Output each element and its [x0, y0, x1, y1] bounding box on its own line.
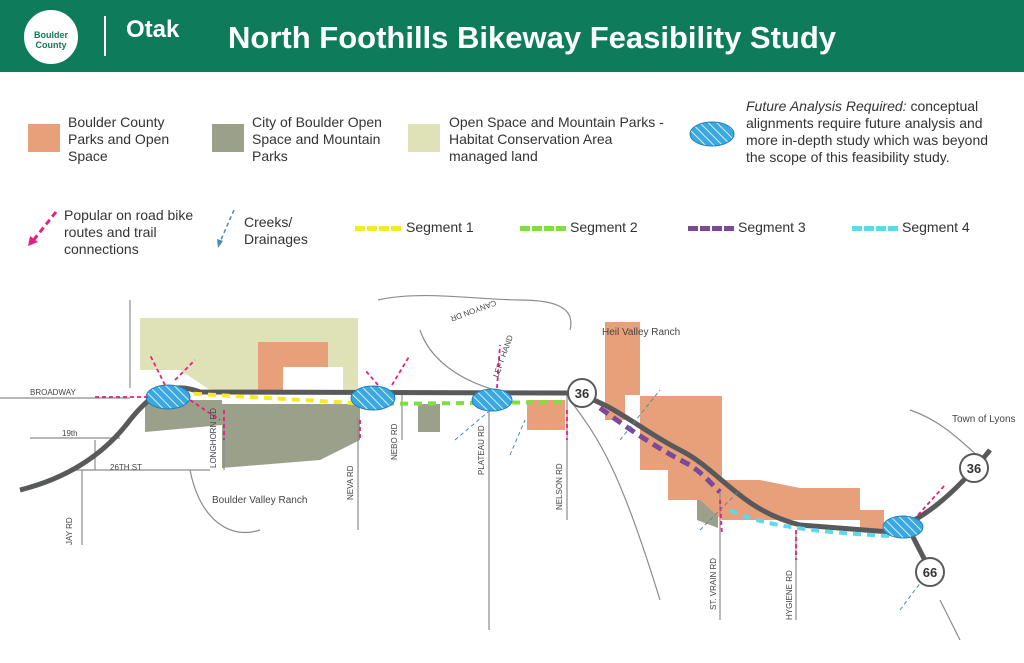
road-label-jay: JAY RD — [65, 517, 74, 545]
road-label-nebo: NEBO RD — [390, 423, 399, 460]
segment-4-route — [729, 508, 891, 538]
minor-roads — [0, 294, 981, 641]
segment-4-label: Segment 4 — [902, 219, 970, 235]
legend-label-habitat: Open Space and Mountain Parks - Habitat … — [449, 114, 664, 164]
header-divider — [104, 16, 106, 56]
place-lyons: Town of Lyons — [952, 414, 1016, 425]
road-label-19th: 19th — [62, 429, 78, 438]
road-label-26th: 26TH ST — [110, 463, 142, 472]
shield-36-east: 36 — [959, 453, 989, 483]
legend-creeks: Creeks/ Drainages — [244, 214, 308, 247]
boulder-county-logo-text: Boulder County — [33, 30, 68, 50]
bike-connections — [95, 344, 946, 560]
otak-logo: Otak — [126, 16, 180, 43]
segment-3-label: Segment 3 — [738, 219, 806, 235]
legend-future-analysis: Future Analysis Required: conceptual ali… — [746, 98, 1006, 166]
segment-1-route — [179, 391, 373, 406]
segment-2-label: Segment 2 — [570, 219, 638, 235]
segment-3-route — [598, 405, 722, 494]
segment-4-swatch — [852, 226, 898, 231]
road-label-canyon: CANYON DR — [449, 298, 497, 323]
future-analysis-area — [471, 388, 513, 412]
inholding-parcel — [283, 367, 343, 393]
creek-arrow-icon — [217, 209, 235, 248]
shield-66-label: 66 — [923, 565, 937, 580]
road-label-neva: NEVA RD — [346, 465, 355, 500]
popular-routes-arrow-icon — [28, 211, 58, 246]
segment-1-swatch — [355, 226, 401, 231]
road-label-st-vrain: ST. VRAIN RD — [709, 558, 718, 610]
road-label-broadway: BROADWAY — [30, 388, 76, 397]
shield-36-west: 36 — [567, 378, 597, 408]
road-label-nelson: NELSON RD — [555, 463, 564, 510]
segment-1-label: Segment 1 — [406, 219, 474, 235]
creeks — [454, 389, 931, 611]
legend-swatch-habitat — [408, 124, 440, 152]
page-title: North Foothills Bikeway Feasibility Stud… — [228, 20, 837, 55]
future-analysis-hatch-icon — [689, 121, 735, 147]
shield-66: 66 — [915, 557, 945, 587]
legend-swatch-city-open-space — [212, 124, 244, 152]
road-label-hygiene: HYGIENE RD — [785, 570, 794, 620]
legend-label-city-open-space: City of Boulder Open Space and Mountain … — [252, 114, 382, 164]
segment-3-swatch — [688, 226, 734, 231]
header-bar: Boulder County Otak North Foothills Bike… — [0, 0, 1024, 72]
future-analysis-area — [350, 385, 396, 411]
legend-future-analysis-title: Future Analysis Required: — [746, 98, 907, 114]
future-analysis-area — [882, 515, 924, 539]
segment-2-route — [371, 400, 566, 406]
future-analysis-area — [145, 384, 191, 410]
shield-36-west-label: 36 — [575, 386, 589, 401]
shield-36-east-label: 36 — [967, 461, 981, 476]
legend-label-county-parks: Boulder County Parks and Open Space — [68, 114, 170, 164]
road-label-plateau: PLATEAU RD — [477, 425, 486, 475]
segment-2-swatch — [520, 226, 566, 231]
boulder-county-logo: Boulder County — [24, 10, 78, 64]
road-label-lefthand: LEFT HAND — [491, 334, 515, 379]
legend-popular-routes: Popular on road bike routes and trail co… — [64, 207, 194, 257]
place-heil-valley: Heil Valley Ranch — [602, 327, 680, 338]
place-boulder-valley-ranch: Boulder Valley Ranch — [212, 495, 307, 506]
legend-swatch-county-parks — [28, 124, 60, 152]
legend-future-analysis-label: conceptual alignments require future ana… — [746, 98, 989, 165]
road-label-longhorn: LONGHORN RD — [209, 408, 218, 468]
